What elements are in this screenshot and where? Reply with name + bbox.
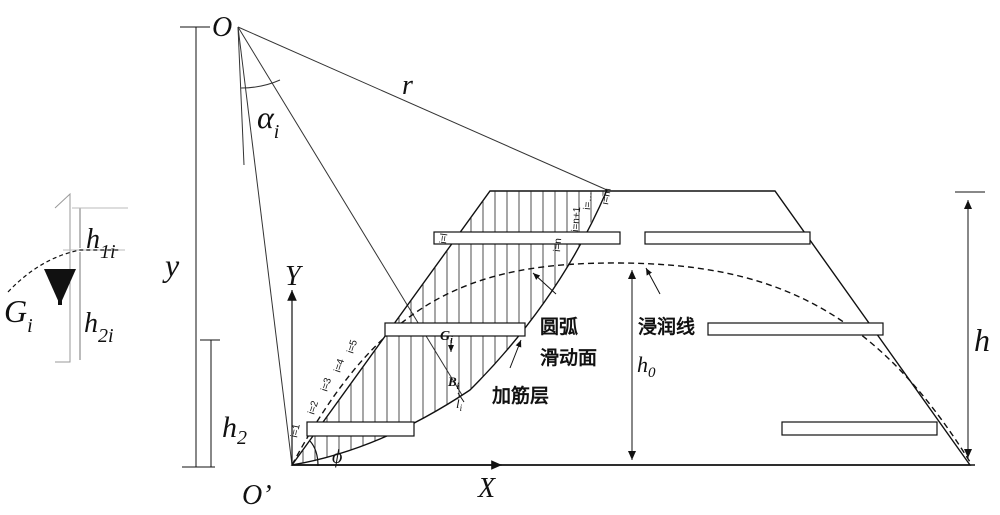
inset-label-g: Gi <box>4 293 33 337</box>
callout-slip-surface-2: 滑动面 <box>540 347 597 369</box>
label-li: li <box>456 396 463 413</box>
slice-index-labels: i=1 i=2 i=3 i=4 i=5 i=l i=n i=n+1 i=… i=… <box>289 187 614 438</box>
slice-label: i=n+1 <box>570 206 583 232</box>
slice-label: i=5 <box>345 338 360 355</box>
label-bi: Bi <box>447 374 460 391</box>
slice-detail-inset: h1i h2i Gi <box>4 192 128 363</box>
slice-label: i=3 <box>319 376 334 393</box>
alpha-arc <box>240 79 281 89</box>
callout-slip-surface-1: 圆弧 <box>540 315 578 338</box>
callout-leaders <box>448 267 661 403</box>
slice-label: i=l <box>438 233 450 245</box>
label-alpha: αi <box>257 99 279 143</box>
label-axis-x: X <box>477 473 496 504</box>
slice-label: i=4 <box>332 357 347 374</box>
reinforcement-layers <box>306 231 938 437</box>
inset-label-h2: h2i <box>84 308 114 347</box>
dimension-y <box>180 26 215 468</box>
reinforcement-low-left <box>306 421 415 437</box>
label-radius: r <box>402 70 413 101</box>
label-origin: O <box>212 12 232 43</box>
dimension-h2 <box>200 339 220 467</box>
inset-label-h1: h1i <box>86 224 116 263</box>
inset-phreatic-line <box>7 249 120 293</box>
reinforcement-top-left <box>433 231 621 245</box>
callout-reinforcement: 加筋层 <box>491 384 549 407</box>
label-h2: h2 <box>222 411 247 449</box>
slice-label: i=… <box>582 191 595 210</box>
slice-label: i=1 <box>289 423 303 439</box>
inset-slice-outline <box>54 192 71 363</box>
bi-arrow <box>457 392 465 403</box>
label-y-dimension: y <box>162 247 180 283</box>
label-origin-base: O’ <box>242 480 272 511</box>
vertical-ref-line <box>237 26 245 166</box>
phi-arc <box>309 440 319 467</box>
axes <box>287 290 502 470</box>
phreatic-line <box>291 262 971 466</box>
label-gi: Gi <box>440 329 453 346</box>
dimension-h <box>955 191 985 458</box>
reinforcement-top-right <box>644 231 811 245</box>
slice-label: i=n <box>552 238 564 253</box>
reinforcement-mid-right <box>707 322 884 336</box>
label-phi: ϕ <box>332 446 342 468</box>
label-axis-y: Y <box>285 261 304 292</box>
label-h0: h0 <box>637 352 656 381</box>
label-h: h <box>974 322 990 358</box>
callout-phreatic-line: 浸润线 <box>638 315 695 338</box>
ray-to-base <box>237 26 293 466</box>
reinforcement-mid-left <box>384 322 526 337</box>
slip-surface-arc <box>291 189 608 466</box>
slice-label: i=m <box>600 187 614 205</box>
slice-label: i=2 <box>306 399 321 416</box>
radius-line <box>237 26 608 191</box>
reinforcement-low-right <box>781 421 938 436</box>
